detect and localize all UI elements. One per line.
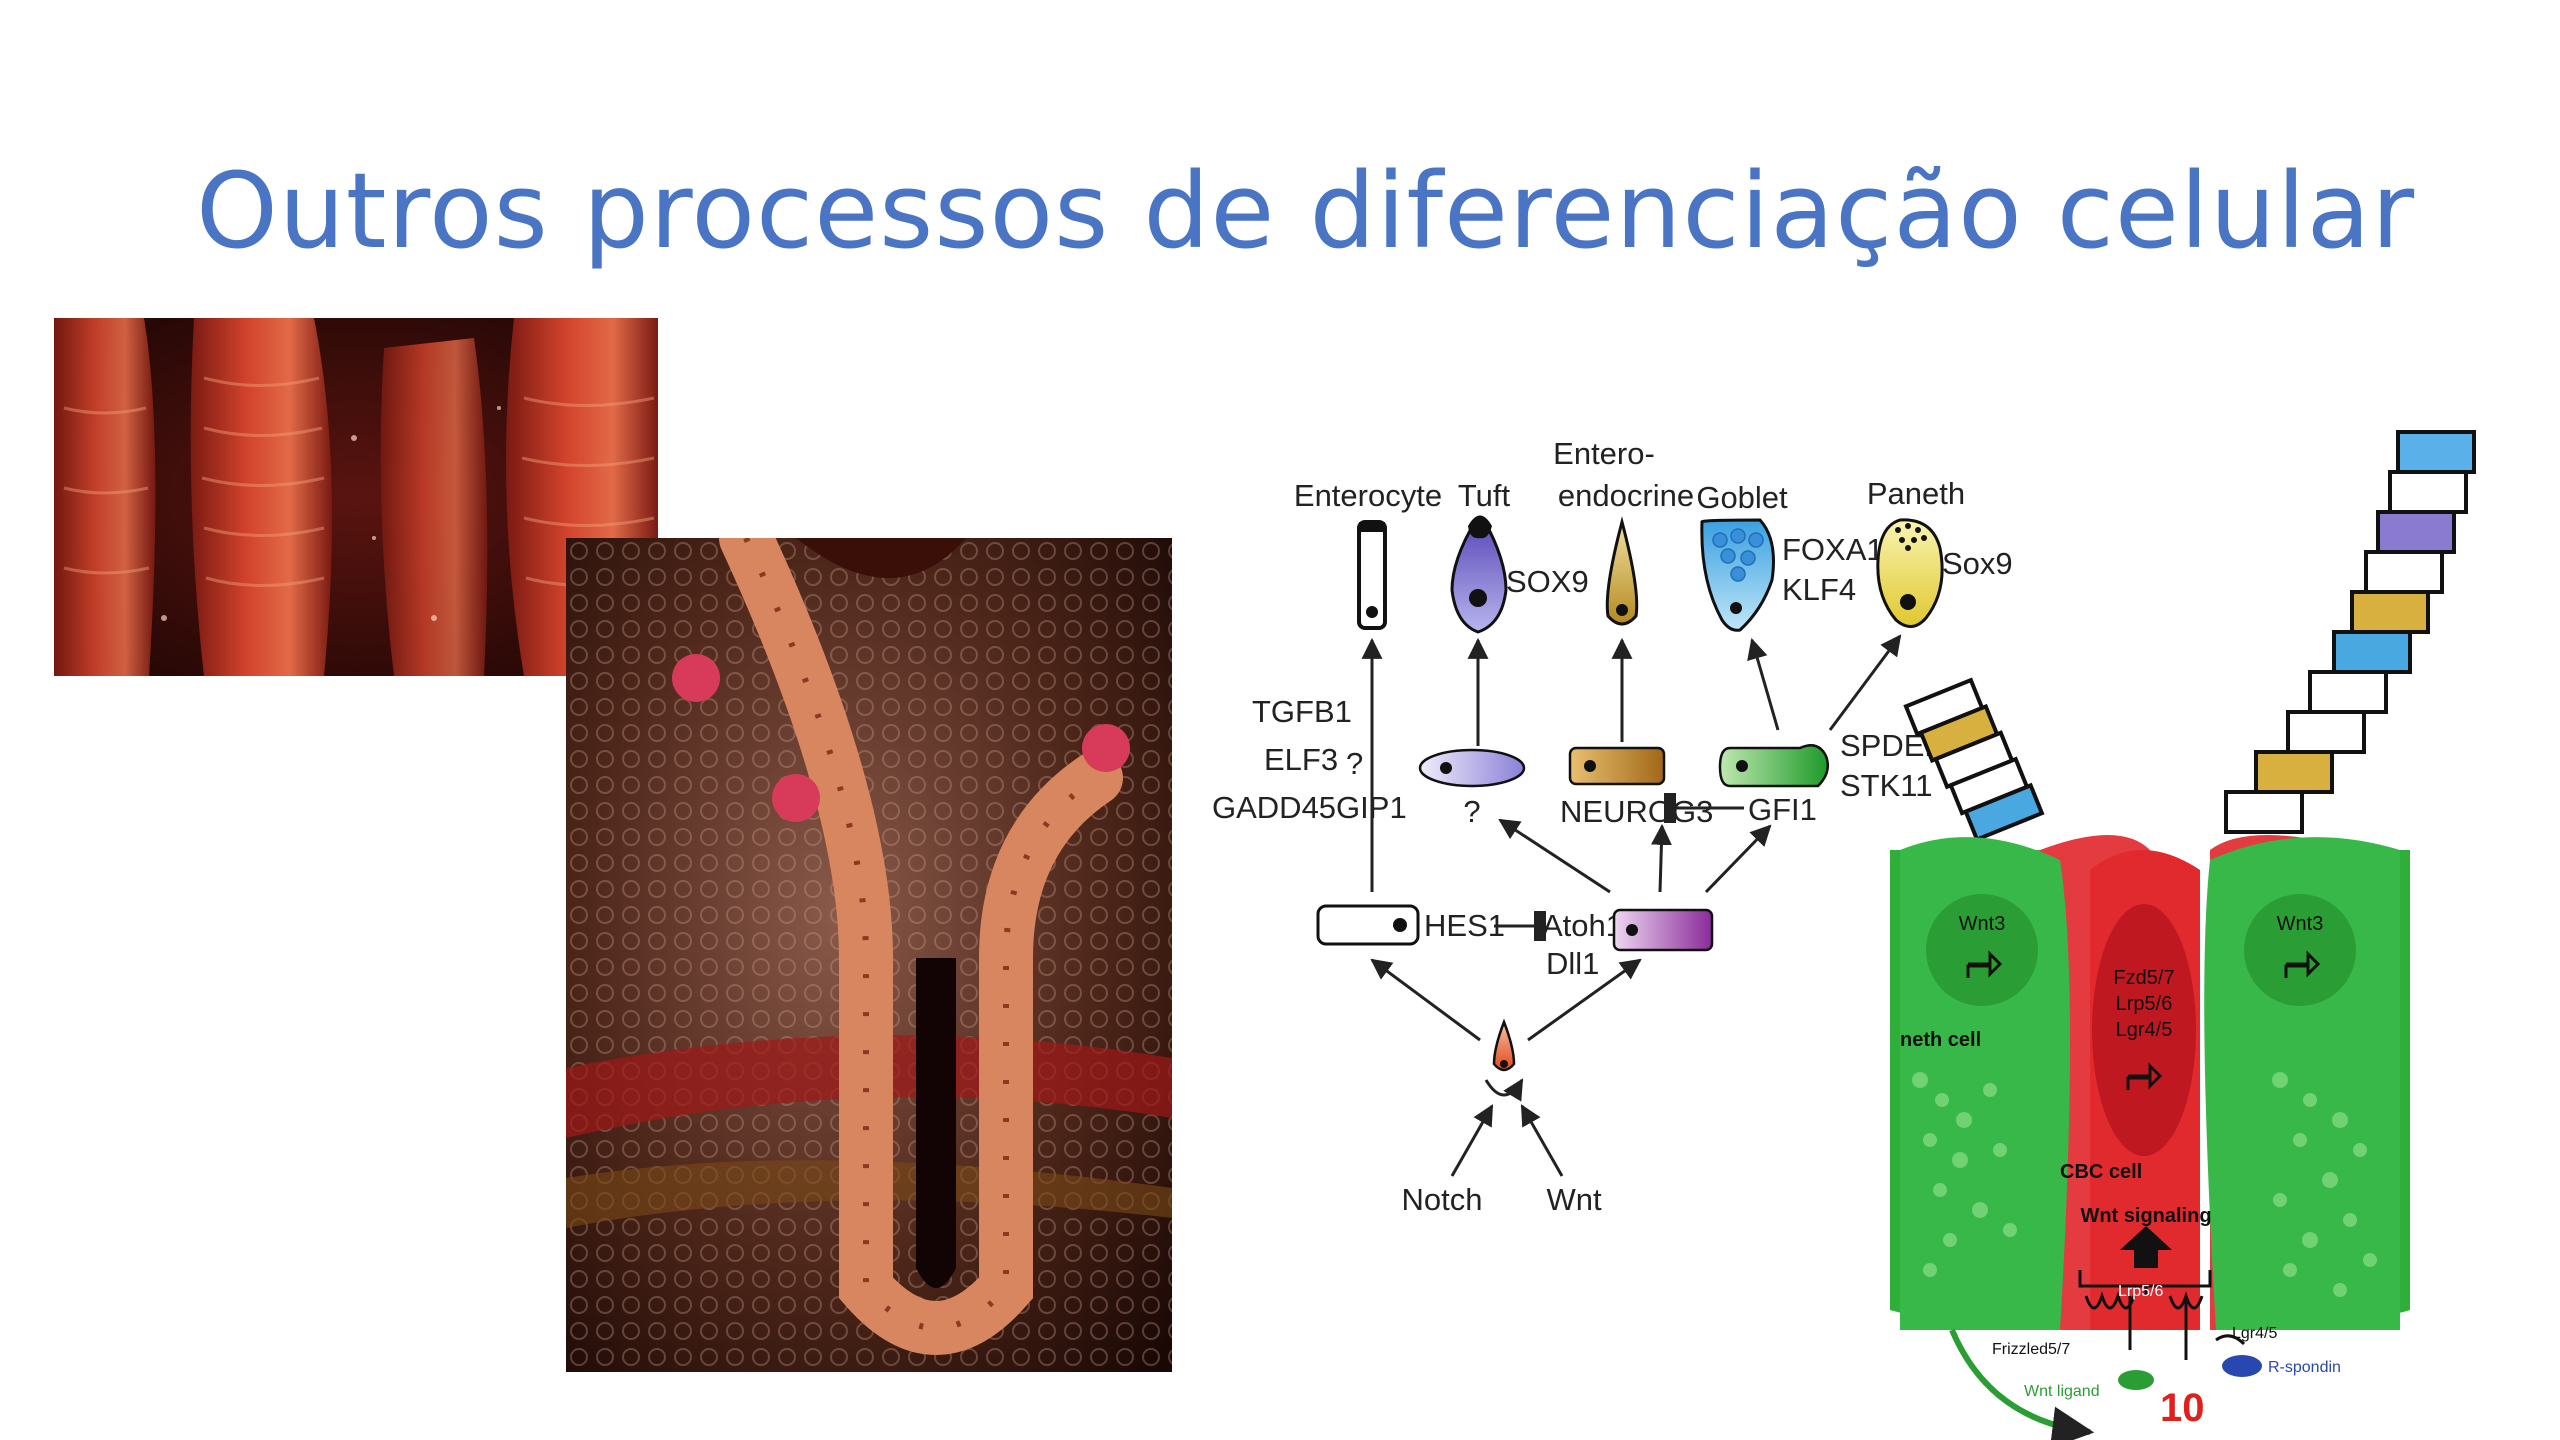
arrow-to-goblet [1747, 637, 1780, 731]
factor-sox9-tuft: SOX9 [1506, 564, 1589, 599]
tuft-cell [1450, 515, 1508, 634]
stem-cell-niche [1890, 835, 2410, 1440]
crypt-epithelium-tall [2224, 430, 2476, 834]
arrow-wnt [1520, 1104, 1564, 1177]
arrow-to-paneth [1828, 634, 1902, 731]
niche-paneth-cell: neth cell [1900, 1029, 1981, 1051]
label-enterocyte: Enterocyte [1294, 478, 1442, 513]
niche-lgr-receptor: Lgr4/5 [2232, 1325, 2277, 1342]
niche-frizzled: Frizzled5/7 [1992, 1341, 2070, 1358]
self-renewal-arrow [1484, 1078, 1524, 1102]
arrow-stem-to-absorptive [1370, 958, 1481, 1042]
niche-rspondin: R-spondin [2268, 1359, 2341, 1376]
factor-question-tuft: ? [1463, 794, 1480, 829]
tuft-progenitor-nucleus [1440, 762, 1452, 774]
factor-gfi1: GFI1 [1748, 792, 1817, 827]
enterocyte-cell [1357, 520, 1387, 630]
tuft-progenitor [1418, 748, 1526, 788]
slide-number: 10 [2160, 1386, 2205, 1430]
label-enteroendocrine-1: Entero- [1553, 436, 1655, 471]
factor-elf3: ELF3 [1264, 742, 1338, 777]
arrow-to-ee-progenitor [1650, 823, 1672, 893]
factor-stk11: STK11 [1840, 768, 1932, 803]
arrow-to-tuft-progenitor [1498, 818, 1611, 894]
goblet-paneth-progenitor [1718, 744, 1829, 788]
enteroendocrine-cell [1605, 516, 1639, 626]
label-enteroendocrine-2: endocrine [1558, 478, 1694, 513]
arrow-notch [1450, 1104, 1494, 1177]
factor-hes1: HES1 [1424, 908, 1505, 943]
niche-lrp: Lrp5/6 [2116, 993, 2173, 1015]
factor-sox9-paneth: Sox9 [1942, 546, 2013, 581]
niche-wnt-signaling: Wnt signaling [2080, 1205, 2211, 1227]
label-goblet: Goblet [1696, 480, 1788, 515]
factor-notch: Notch [1402, 1182, 1483, 1217]
niche-lrp-receptor: Lrp5/6 [2118, 1283, 2163, 1300]
secretory-progenitor [1612, 908, 1714, 952]
intestinal-crypt-image [566, 538, 1172, 1372]
slide-title: Outros processos de diferenciação celula… [196, 150, 2416, 272]
factor-klf4: KLF4 [1782, 572, 1856, 607]
crypt-epithelium-small [1903, 677, 2045, 843]
label-paneth: Paneth [1867, 476, 1965, 511]
arrow-to-goblet-progenitor [1704, 824, 1772, 894]
niche-wnt3-right: Wnt3 [2277, 913, 2324, 935]
niche-wnt-ligand: Wnt ligand [2024, 1383, 2100, 1400]
label-tuft: Tuft [1458, 478, 1511, 513]
goblet-cell [1700, 518, 1775, 632]
factor-dll1: Dll1 [1546, 946, 1599, 981]
factor-gadd: GADD45GIP1 [1212, 790, 1407, 825]
niche-wnt3-left: Wnt3 [1959, 913, 2006, 935]
arrow-stem-to-secretory [1527, 958, 1642, 1042]
niche-lgr: Lgr4/5 [2116, 1019, 2173, 1041]
niche-cbc-cell: CBC cell [2060, 1161, 2142, 1183]
factor-tgfb1: TGFB1 [1252, 694, 1352, 729]
absorptive-progenitor [1316, 904, 1420, 946]
factor-atoh1: Atoh1 [1542, 908, 1623, 943]
enteroendocrine-progenitor [1568, 746, 1666, 786]
factor-question-enterocyte: ? [1346, 746, 1363, 781]
paneth-cell [1876, 518, 1944, 628]
niche-fzd: Fzd5/7 [2113, 967, 2174, 989]
stem-cell [1492, 1018, 1516, 1072]
factor-neurog3: NEUROG3 [1560, 794, 1713, 829]
factor-wnt: Wnt [1546, 1182, 1602, 1217]
